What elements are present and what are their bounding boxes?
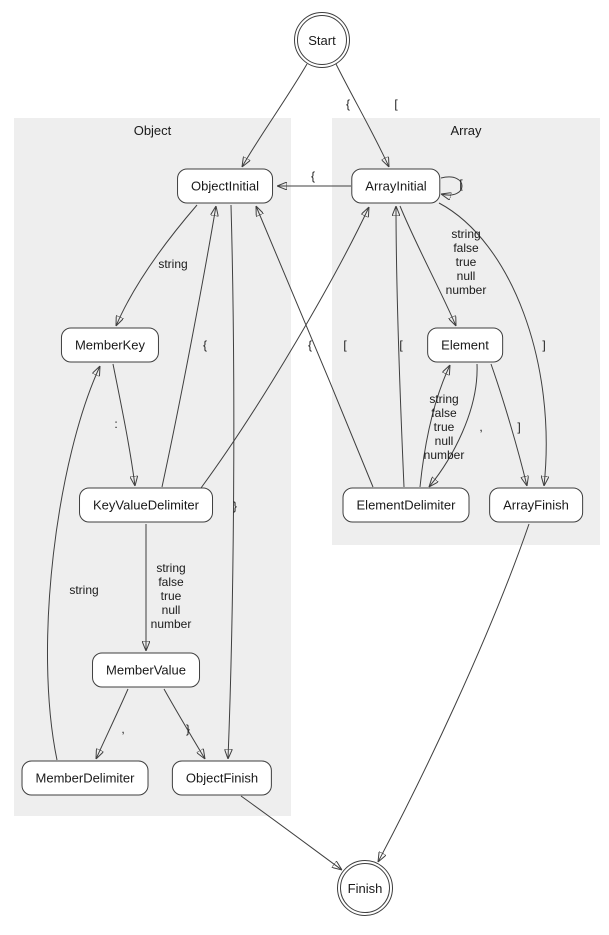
node-object-initial: ObjectInitial: [177, 168, 273, 204]
node-array-finish: ArrayFinish: [489, 487, 583, 523]
edge-label-elementdelimiter-to-objectinitial: {: [307, 338, 313, 352]
edge-label-element-to-arrayfinish: ]: [517, 420, 521, 434]
cluster-array-label: Array: [450, 123, 482, 138]
node-member-key: MemberKey: [60, 327, 160, 363]
node-member-delimiter: MemberDelimiter: [21, 760, 149, 796]
node-object-finish: ObjectFinish: [171, 760, 273, 796]
edge-element-to-arrayfinish: [490, 363, 527, 486]
edge-objectinitial-to-objectfinish: [228, 204, 235, 759]
node-key-value-delimiter: KeyValueDelimiter: [79, 487, 213, 523]
edge-label-start-to-arrayinitial: [: [394, 97, 398, 111]
edge-memberdelimiter-to-memberkey: [47, 366, 100, 761]
edge-start-to-arrayinitial: [335, 63, 389, 167]
edge-label-memberkey-to-keyvaluedelimiter: :: [114, 417, 118, 431]
edge-label-objectinitial-to-objectfinish: }: [232, 499, 238, 513]
edge-keyvaluedelimiter-to-objectinitial: [161, 206, 216, 488]
edge-objectfinish-to-finish: [240, 795, 342, 870]
edge-arrayinitial-self-loop: [441, 176, 463, 195]
node-array-initial: ArrayInitial: [351, 168, 441, 204]
edge-label-arrayinitial-to-objectinitial: {: [310, 169, 316, 183]
edge-label-elementdelimiter-to-arrayinitial: [: [399, 338, 403, 352]
edge-elementdelimiter-to-objectinitial: [256, 206, 374, 488]
edge-label-keyvaluedelimiter-to-arrayinitial: [: [343, 338, 347, 352]
edge-label-membervalue-to-objectfinish: }: [185, 722, 191, 736]
node-start: Start: [294, 12, 350, 68]
edge-label-start-to-objectinitial: {: [345, 97, 351, 111]
edge-objectinitial-to-memberkey: [116, 204, 198, 326]
edge-label-arrayinitial-to-arrayfinish: ]: [542, 338, 546, 352]
edge-label-keyvaluedelimiter-to-objectinitial: {: [202, 338, 208, 352]
edge-keyvaluedelimiter-to-arrayinitial: [200, 207, 369, 489]
edge-elementdelimiter-to-arrayinitial: [396, 206, 405, 488]
node-element: Element: [427, 327, 503, 363]
cluster-object-label: Object: [133, 123, 172, 138]
node-element-delimiter: ElementDelimiter: [342, 487, 470, 523]
cluster-object: Object: [14, 118, 291, 816]
edge-label-arrayinitial-to-element: string false true null number: [445, 227, 487, 297]
edge-membervalue-to-memberdelimiter: [96, 688, 129, 759]
edge-label-element-to-elementdelimiter: ,: [479, 420, 483, 434]
edge-memberkey-to-keyvaluedelimiter: [112, 363, 135, 486]
edge-label-elementdelimiter-to-element: string false true null number: [423, 392, 465, 462]
edge-arrayinitial-to-arrayfinish: [438, 202, 546, 486]
edge-label-keyvaluedelimiter-to-membervalue: string false true null number: [150, 561, 192, 631]
edge-arrayfinish-to-finish: [378, 523, 530, 862]
node-finish: Finish: [337, 860, 393, 916]
edge-elementdelimiter-to-element: [419, 365, 450, 488]
edge-label-objectinitial-to-memberkey: string: [158, 257, 188, 271]
edge-element-to-elementdelimiter: [429, 363, 478, 487]
edge-arrayinitial-to-element: [399, 205, 456, 326]
edge-start-to-objectinitial: [242, 63, 308, 167]
edge-label-membervalue-to-memberdelimiter: ,: [121, 722, 125, 736]
edge-label-arrayinitial-self: [: [459, 177, 463, 191]
node-member-value: MemberValue: [92, 652, 200, 688]
edge-label-memberdelimiter-to-memberkey: string: [69, 583, 99, 597]
edge-membervalue-to-objectfinish: [163, 688, 205, 759]
